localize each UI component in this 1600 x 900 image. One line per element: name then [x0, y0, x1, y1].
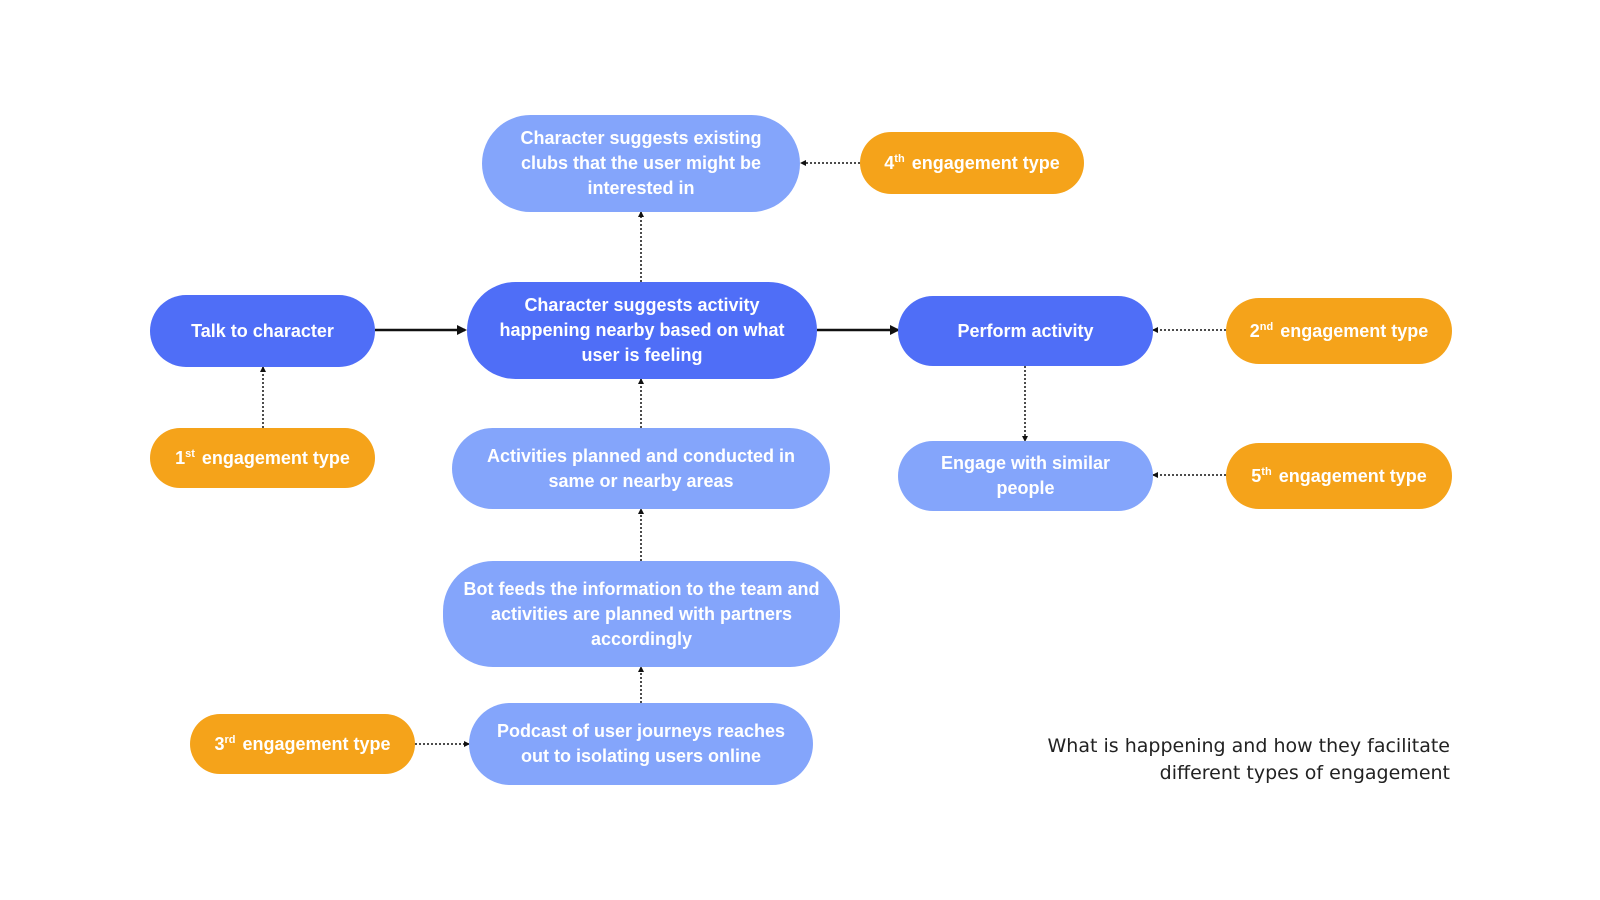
diagram-caption: What is happening and how they facilitat…: [960, 733, 1450, 787]
node-talk-to-character-label: Talk to character: [191, 320, 334, 341]
node-suggests-activity-label: Character suggests activity happening ne…: [499, 295, 785, 365]
node-engage-similar-people: Engage with similar people: [898, 441, 1153, 511]
engagement-type-4-label: 4th engagement type: [884, 151, 1059, 176]
engagement-type-3-ordinal: rd: [224, 733, 236, 746]
node-suggests-clubs-label: Character suggests existing clubs that t…: [520, 128, 762, 198]
node-talk-to-character: Talk to character: [150, 295, 375, 367]
engagement-type-5-ordinal: th: [1261, 465, 1272, 478]
node-podcast: Podcast of user journeys reaches out to …: [469, 703, 813, 785]
engagement-type-3: 3rd engagement type: [190, 714, 415, 774]
engagement-type-5-text: engagement type: [1278, 465, 1427, 486]
engagement-type-2-number: 2: [1249, 320, 1260, 341]
engagement-type-2-label: 2nd engagement type: [1250, 319, 1429, 344]
engagement-type-2-ordinal: nd: [1259, 320, 1274, 333]
caption-line-1: What is happening and how they facilitat…: [1047, 735, 1450, 757]
engagement-type-1-number: 1: [175, 447, 186, 468]
node-suggests-clubs: Character suggests existing clubs that t…: [482, 115, 800, 212]
engagement-type-1-ordinal: st: [185, 447, 195, 460]
node-suggests-activity: Character suggests activity happening ne…: [467, 282, 817, 379]
engagement-type-3-label: 3rd engagement type: [214, 732, 390, 757]
node-perform-activity: Perform activity: [898, 296, 1153, 366]
node-activities-planned-label: Activities planned and conducted in same…: [486, 445, 796, 491]
engagement-type-3-number: 3: [214, 733, 225, 754]
engagement-type-5: 5th engagement type: [1226, 443, 1452, 509]
engagement-type-1-label: 1st engagement type: [175, 446, 350, 471]
engagement-type-5-label: 5th engagement type: [1251, 464, 1426, 489]
engagement-type-3-text: engagement type: [242, 733, 391, 754]
node-engage-similar-people-label: Engage with similar people: [940, 453, 1111, 498]
engagement-type-4-ordinal: th: [894, 152, 905, 165]
engagement-type-2-text: engagement type: [1280, 320, 1429, 341]
node-bot-feeds-information-label: Bot feeds the information to the team an…: [463, 578, 820, 649]
node-bot-feeds-information: Bot feeds the information to the team an…: [443, 561, 840, 667]
caption-line-2: different types of engagement: [1159, 762, 1450, 784]
engagement-type-4-text: engagement type: [911, 152, 1060, 173]
engagement-type-1-text: engagement type: [201, 447, 350, 468]
engagement-type-5-number: 5: [1251, 465, 1262, 486]
node-perform-activity-label: Perform activity: [957, 320, 1094, 341]
engagement-type-4: 4th engagement type: [860, 132, 1084, 194]
engagement-type-1: 1st engagement type: [150, 428, 375, 488]
node-activities-planned: Activities planned and conducted in same…: [452, 428, 830, 509]
engagement-type-4-number: 4: [884, 152, 895, 173]
node-podcast-label: Podcast of user journeys reaches out to …: [496, 721, 786, 766]
engagement-type-2: 2nd engagement type: [1226, 298, 1452, 364]
